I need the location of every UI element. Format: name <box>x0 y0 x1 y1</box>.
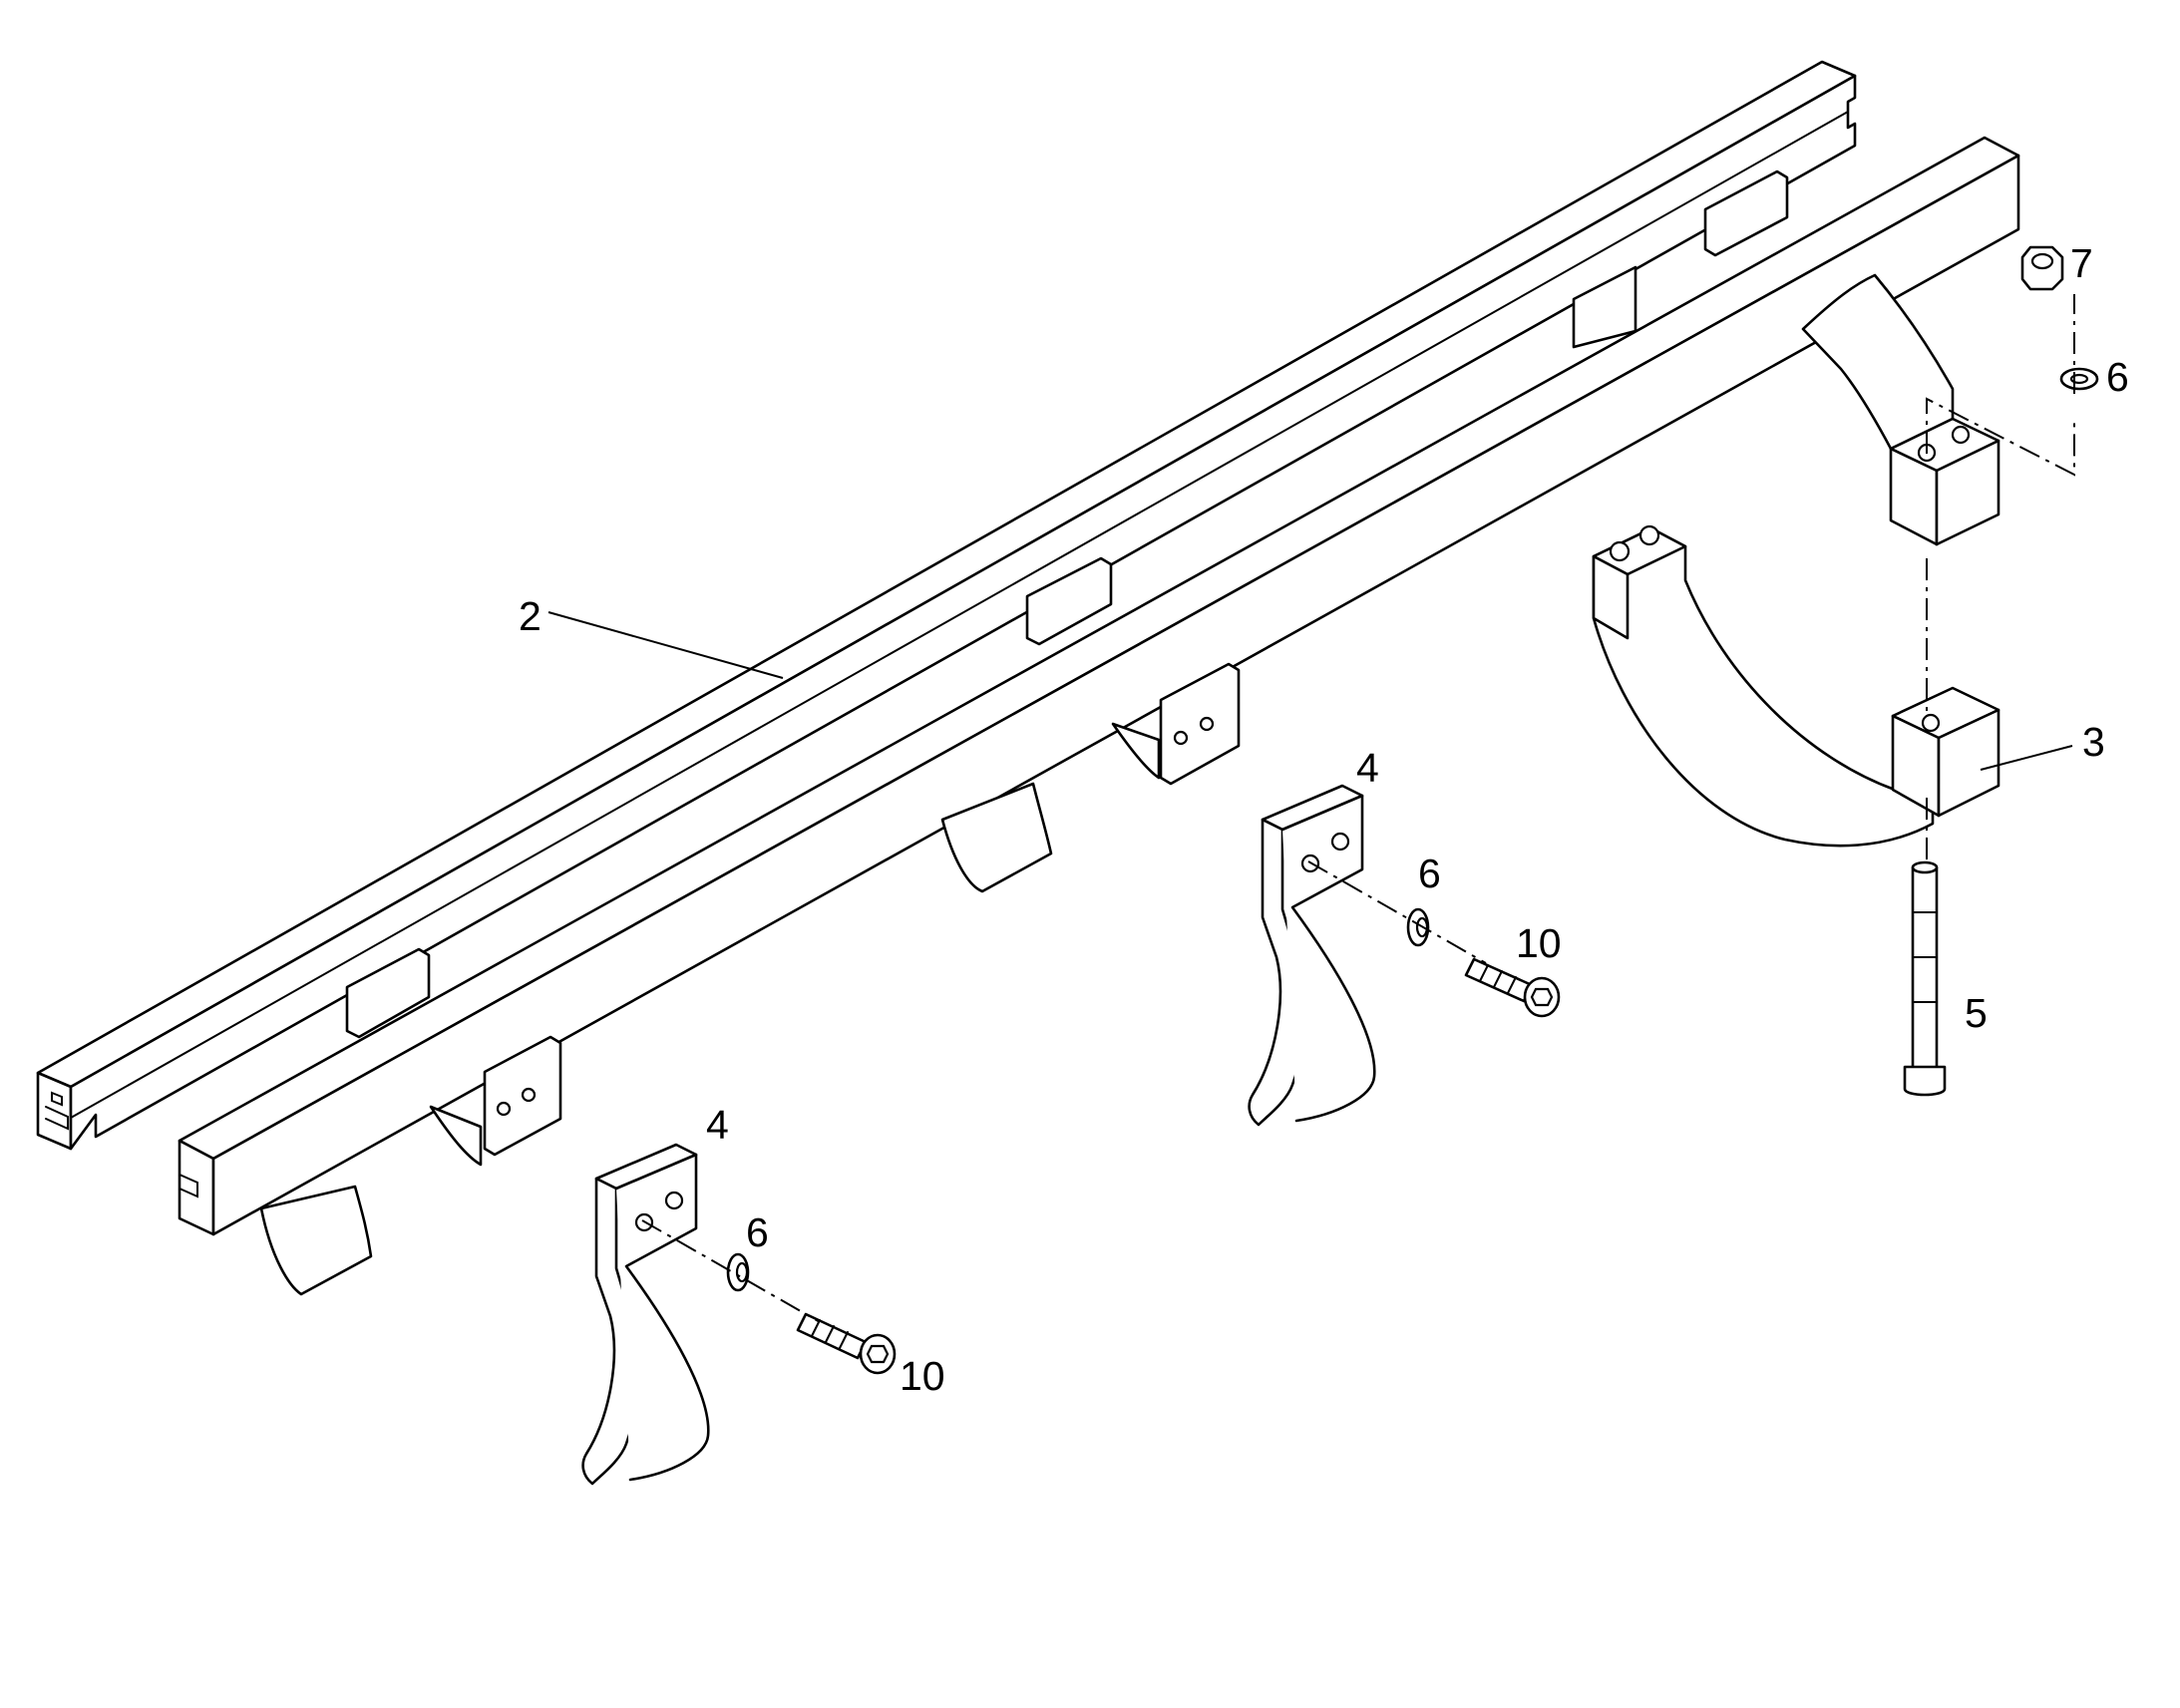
leader-lines <box>547 611 2073 771</box>
callout-washer-top: 6 <box>2106 354 2129 400</box>
assembly-axis-lines <box>641 294 2075 1323</box>
bracket-center <box>1248 784 1376 1127</box>
back-rail <box>36 60 1857 1151</box>
rail-clamp-blocks <box>259 170 1789 1296</box>
front-rail <box>178 136 2020 1236</box>
washer-top <box>2059 367 2099 391</box>
screw-center <box>1464 957 1561 1018</box>
callout-bolt-long: 5 <box>1965 990 1988 1036</box>
lower-clamp-half <box>1592 524 2000 848</box>
callout-labels: 2 3 4 4 5 6 6 6 7 10 10 <box>519 240 2129 1399</box>
callout-bracket-left: 4 <box>706 1102 729 1148</box>
callout-screw-center: 10 <box>1516 920 1562 966</box>
callout-rail: 2 <box>519 593 542 639</box>
callout-washer-center: 6 <box>1418 851 1441 896</box>
callout-nut: 7 <box>2070 240 2093 286</box>
nut <box>2020 245 2064 291</box>
callout-washer-left: 6 <box>746 1209 769 1255</box>
screw-left <box>796 1312 897 1375</box>
callout-bracket-center: 4 <box>1356 745 1379 791</box>
callout-clamp: 3 <box>2082 719 2105 765</box>
callout-screw-left: 10 <box>900 1353 945 1399</box>
washer-left <box>726 1252 750 1292</box>
bracket-left <box>581 1143 710 1486</box>
upper-clamp-half <box>1801 273 2000 546</box>
long-bolt <box>1903 860 1947 1097</box>
